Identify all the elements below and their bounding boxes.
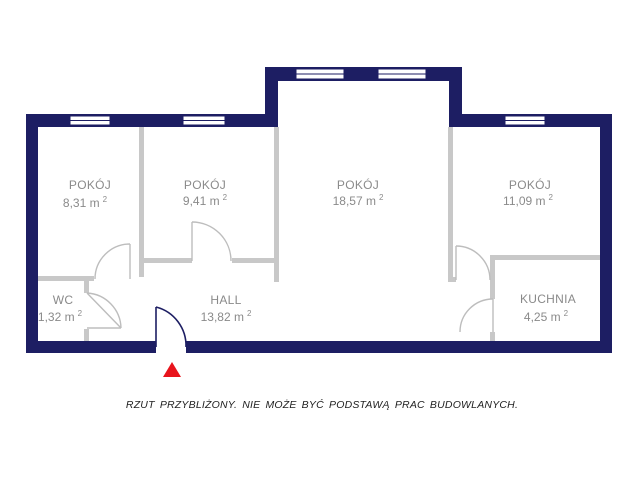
partition-wall <box>490 332 495 341</box>
partition-wall <box>274 127 279 282</box>
door-pokoj-4 <box>455 245 491 281</box>
wall-bottom-left <box>26 341 156 353</box>
wall-bay-left <box>265 67 278 127</box>
partition-wall <box>453 277 456 282</box>
partition-wall <box>232 258 279 263</box>
room-name: KUCHNIA <box>520 292 576 306</box>
wall-bottom-right <box>186 341 612 353</box>
partition-wall <box>139 127 144 277</box>
wall-top-left <box>26 114 278 127</box>
door-pokoj-1 <box>94 243 131 280</box>
wall-left <box>26 114 38 353</box>
room-name: HALL <box>210 293 241 307</box>
doors <box>86 221 494 333</box>
partition-wall <box>38 276 94 281</box>
room-name: POKÓJ <box>337 177 379 192</box>
entrance-door <box>155 306 187 348</box>
door-pokoj-2 <box>191 221 232 262</box>
room-name: WC <box>53 293 74 307</box>
door-kuchnia <box>459 298 494 333</box>
wall-bay-right <box>449 67 462 127</box>
partition-wall <box>84 281 89 293</box>
entrance-arrow-icon <box>163 362 181 377</box>
wall-right <box>600 114 612 353</box>
partition-wall <box>84 329 89 341</box>
partition-wall <box>490 259 495 299</box>
disclaimer-caption: RZUT PRZYBLIŻONY. NIE MOŻE BYĆ PODSTAWĄ … <box>125 399 519 411</box>
partition-wall <box>144 258 192 263</box>
door-wc <box>86 292 122 329</box>
partitions <box>38 127 600 341</box>
wall-bay-top <box>265 67 462 81</box>
room-name: POKÓJ <box>69 177 111 192</box>
room-name: POKÓJ <box>184 177 226 192</box>
partition-wall <box>490 255 600 260</box>
room-name: POKÓJ <box>509 177 551 192</box>
partition-wall <box>448 127 453 282</box>
